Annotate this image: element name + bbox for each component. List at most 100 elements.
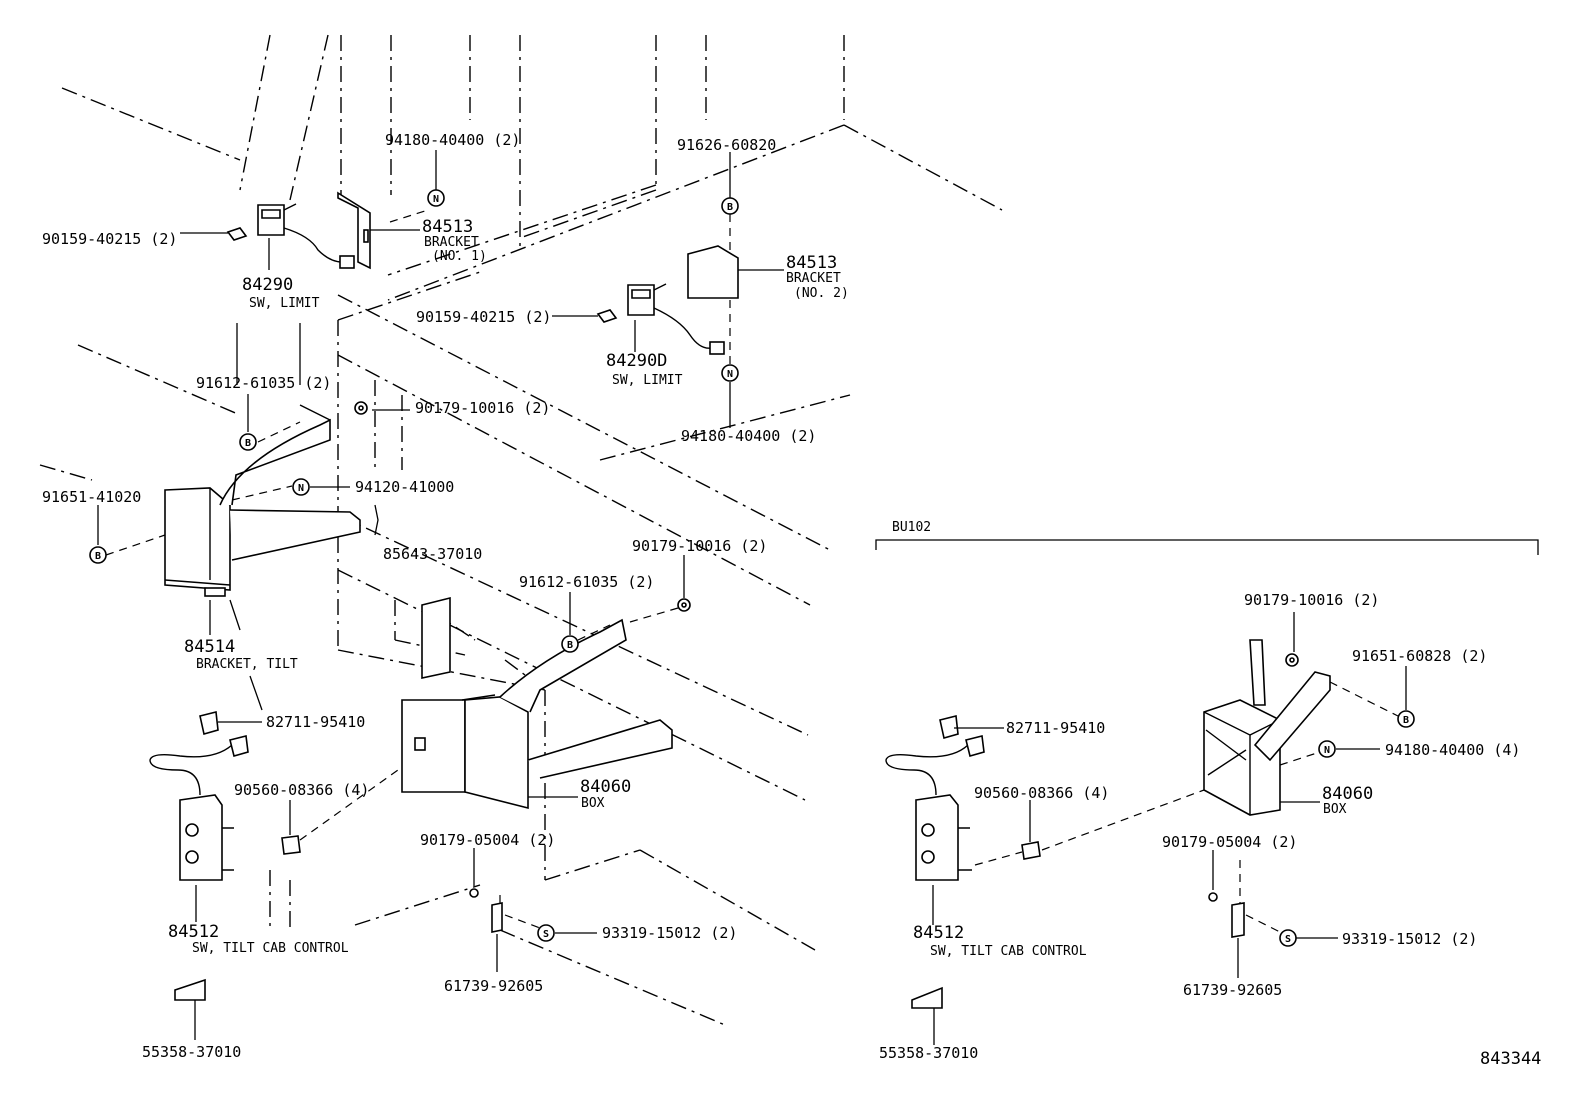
label-93319-15012-b: 93319-15012 (2)	[1342, 930, 1477, 948]
label-84514: 84514	[184, 637, 235, 657]
svg-text:N: N	[433, 194, 439, 205]
label-94180-40400-mid: 94180-40400 (2)	[681, 427, 816, 445]
svg-text:N: N	[1324, 745, 1330, 756]
plate-61739-a	[491, 902, 503, 933]
label-91626-60820: 91626-60820	[677, 136, 776, 154]
switch-84512-a	[149, 711, 249, 881]
label-91651-60828: 91651-60828 (2)	[1352, 647, 1487, 665]
nut-90179-10016-a	[354, 401, 368, 415]
label-55358-37010-a: 55358-37010	[142, 1043, 241, 1061]
label-84513-b: 84513	[786, 253, 837, 273]
screw-90159-a	[180, 227, 248, 241]
label-84060-b: 84060	[1322, 784, 1373, 804]
nut-90179-05004-b	[1208, 892, 1218, 902]
nut-symbol-icon: N	[292, 478, 310, 496]
label-84512-b: 84512	[913, 923, 964, 943]
right-leaders	[932, 612, 1407, 1045]
label-90560-08366-b: 90560-08366 (4)	[974, 784, 1109, 802]
label-84290-sub: SW, LIMIT	[249, 296, 320, 311]
left-leaders	[97, 150, 731, 1040]
variant-bracket-frame	[875, 539, 1539, 555]
label-84290D-sub: SW, LIMIT	[612, 373, 683, 388]
label-85643	[421, 596, 451, 679]
label-variant-code: BU102	[892, 520, 931, 535]
plate-61739-b	[1231, 902, 1245, 938]
label-55358-a	[174, 978, 206, 1001]
bracket-tilt-84514	[164, 404, 361, 597]
label-91651-41020: 91651-41020	[42, 488, 141, 506]
label-61739-92605-a: 61739-92605	[444, 977, 543, 995]
label-84290D: 84290D	[606, 351, 667, 371]
frame-outline-lines	[39, 34, 1003, 1026]
svg-text:S: S	[543, 929, 549, 940]
label-84513-b-sub2: (NO. 2)	[794, 286, 849, 301]
screw-symbol-icon: S	[1279, 929, 1297, 947]
label-55358-b	[911, 986, 943, 1009]
label-94120-41000: 94120-41000	[355, 478, 454, 496]
label-85643-37010: 85643-37010	[383, 545, 482, 563]
label-84060-a: 84060	[580, 777, 631, 797]
label-84514-sub: BRACKET, TILT	[196, 657, 298, 672]
label-90179-05004-a: 90179-05004 (2)	[420, 831, 555, 849]
label-90179-10016-b: 90179-10016 (2)	[632, 537, 767, 555]
label-84513-b-sub1: BRACKET	[786, 271, 841, 286]
label-84060-a-sub: BOX	[581, 796, 605, 811]
screw-90159-b	[552, 309, 618, 323]
bolt-symbol-icon: B	[1397, 710, 1415, 728]
label-84512-a-sub: SW, TILT CAB CONTROL	[192, 941, 349, 956]
label-84512-b-sub: SW, TILT CAB CONTROL	[930, 944, 1087, 959]
bolt-symbol-icon: B	[721, 197, 739, 215]
svg-text:B: B	[95, 551, 101, 562]
label-84512-a: 84512	[168, 922, 219, 942]
label-82711-95410-b: 82711-95410	[1006, 719, 1105, 737]
box-84060-a	[401, 618, 673, 810]
label-94180-40400-c: 94180-40400 (4)	[1385, 741, 1520, 759]
box-84060-b	[1203, 639, 1331, 816]
svg-text:B: B	[727, 202, 733, 213]
label-90159-40215-b: 90159-40215 (2)	[416, 308, 551, 326]
label-55358-37010-b: 55358-37010	[879, 1044, 978, 1062]
label-91612-61035-a: 91612-61035 (2)	[196, 374, 331, 392]
label-84513-a: 84513	[422, 217, 473, 237]
bracket-no1-84513	[337, 191, 420, 270]
spacer-90560-b	[1021, 841, 1041, 860]
label-84290: 84290	[242, 275, 293, 295]
label-90560-08366-a: 90560-08366 (4)	[234, 781, 369, 799]
nut-symbol-icon: N	[721, 364, 739, 382]
label-90179-10016-a: 90179-10016 (2)	[415, 399, 550, 417]
nut-90179-10016-c	[1285, 653, 1299, 667]
label-91612-61035-b: 91612-61035 (2)	[519, 573, 654, 591]
bolt-symbol-icon: B	[89, 546, 107, 564]
svg-text:N: N	[298, 483, 304, 494]
bracket-no2-84513	[687, 245, 784, 299]
label-84513-a-sub1: BRACKET	[424, 235, 479, 250]
nut-90179-10016-b	[677, 598, 691, 612]
label-82711-95410-a: 82711-95410	[266, 713, 365, 731]
limit-switch-84290D	[627, 283, 725, 355]
bolt-symbol-icon: B	[561, 635, 579, 653]
label-84060-b-sub: BOX	[1323, 802, 1347, 817]
nut-symbol-icon: N	[427, 189, 445, 207]
label-93319-15012-a: 93319-15012 (2)	[602, 924, 737, 942]
svg-text:S: S	[1285, 934, 1291, 945]
bolt-symbol-icon: B	[239, 433, 257, 451]
svg-text:B: B	[567, 640, 573, 651]
illustration-number: 843344	[1480, 1049, 1541, 1069]
label-61739-92605-b: 61739-92605	[1183, 981, 1282, 999]
label-90159-40215-a: 90159-40215 (2)	[42, 230, 177, 248]
label-90179-05004-b: 90179-05004 (2)	[1162, 833, 1297, 851]
switch-84512-b	[885, 715, 985, 881]
part-labels: 94180-40400 (2) 91626-60820 90159-40215 …	[42, 131, 1541, 1069]
label-90179-10016-c: 90179-10016 (2)	[1244, 591, 1379, 609]
svg-text:N: N	[727, 369, 733, 380]
screw-symbol-icon: S	[537, 924, 555, 942]
spacer-90560-a	[281, 835, 301, 855]
svg-text:B: B	[1403, 715, 1409, 726]
label-84513-a-sub2: (NO. 1)	[432, 249, 487, 264]
symbol-markers: N B N B N B B S B N S	[89, 189, 1415, 947]
nut-90179-05004-a	[469, 888, 479, 898]
label-94180-40400-top: 94180-40400 (2)	[385, 131, 520, 149]
svg-text:B: B	[245, 438, 251, 449]
nut-symbol-icon: N	[1318, 740, 1336, 758]
